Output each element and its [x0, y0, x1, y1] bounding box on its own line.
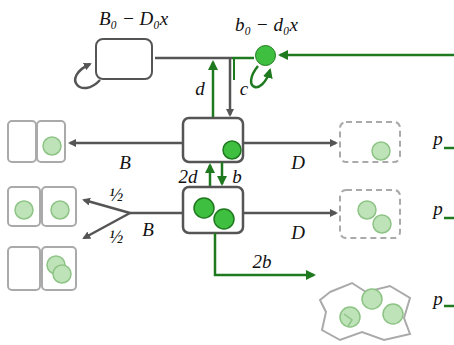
symbiont [223, 141, 241, 159]
host-cell [183, 118, 243, 162]
rate-label: D [291, 223, 305, 242]
rate-arrow [209, 165, 212, 187]
rate-label: p [433, 289, 443, 308]
rate-label: c [240, 79, 248, 98]
daughter-cell [8, 121, 36, 162]
symbiont [15, 201, 33, 219]
rate-arrow [70, 142, 183, 145]
rate-label: ½ [109, 185, 123, 204]
symbiont [43, 137, 61, 155]
symbiont [373, 215, 391, 233]
rate-label: ½ [109, 227, 123, 246]
symbiont [372, 142, 390, 160]
daughter-cell [8, 247, 40, 290]
symbiont [362, 289, 382, 309]
symbiont-circle: b₀ − d₀x [255, 45, 276, 66]
rate-label: p [433, 199, 443, 218]
host-box: B₀ − D₀x [95, 38, 153, 80]
rate-arrow [229, 58, 232, 115]
rate-arrow [221, 162, 224, 184]
node-heading: B₀ − D₀x [99, 9, 168, 28]
inflow-arrow [280, 54, 454, 57]
daughter-cell [42, 247, 76, 290]
symbiont [51, 201, 69, 219]
loop-arrow [251, 66, 270, 87]
rate-label: b [232, 167, 242, 186]
rate-label: 2d [179, 167, 198, 186]
burst-cell [320, 283, 410, 340]
merge-line [232, 57, 254, 60]
rate-arrow [233, 58, 235, 80]
release-line [444, 147, 454, 150]
daughter-cell [8, 187, 40, 226]
rate-label: B [142, 220, 154, 239]
split-line [130, 212, 183, 215]
release-line [444, 217, 454, 220]
merge-line [155, 57, 232, 60]
node-heading: b₀ − d₀x [235, 15, 298, 34]
rate-label: d [195, 79, 205, 98]
crack [344, 314, 352, 326]
dead-cell [340, 122, 400, 162]
dead-cell [340, 190, 400, 238]
rate-label: p [433, 129, 443, 148]
symbiont [194, 198, 214, 218]
rate-label: B [119, 153, 131, 172]
symbiont [340, 307, 360, 327]
rate-label: 2b [253, 252, 272, 271]
symbiont [214, 209, 234, 229]
rate-arrow [243, 142, 336, 145]
symbiont [358, 201, 376, 219]
daughter-cell [42, 187, 76, 226]
symbiont [53, 265, 71, 283]
daughter-cell [37, 121, 65, 162]
release-line [444, 305, 454, 308]
rate-arrow [212, 62, 215, 117]
host-cell [183, 187, 243, 233]
rate-arrow [243, 212, 336, 215]
symbiont [383, 304, 403, 324]
rate-label: D [291, 153, 305, 172]
